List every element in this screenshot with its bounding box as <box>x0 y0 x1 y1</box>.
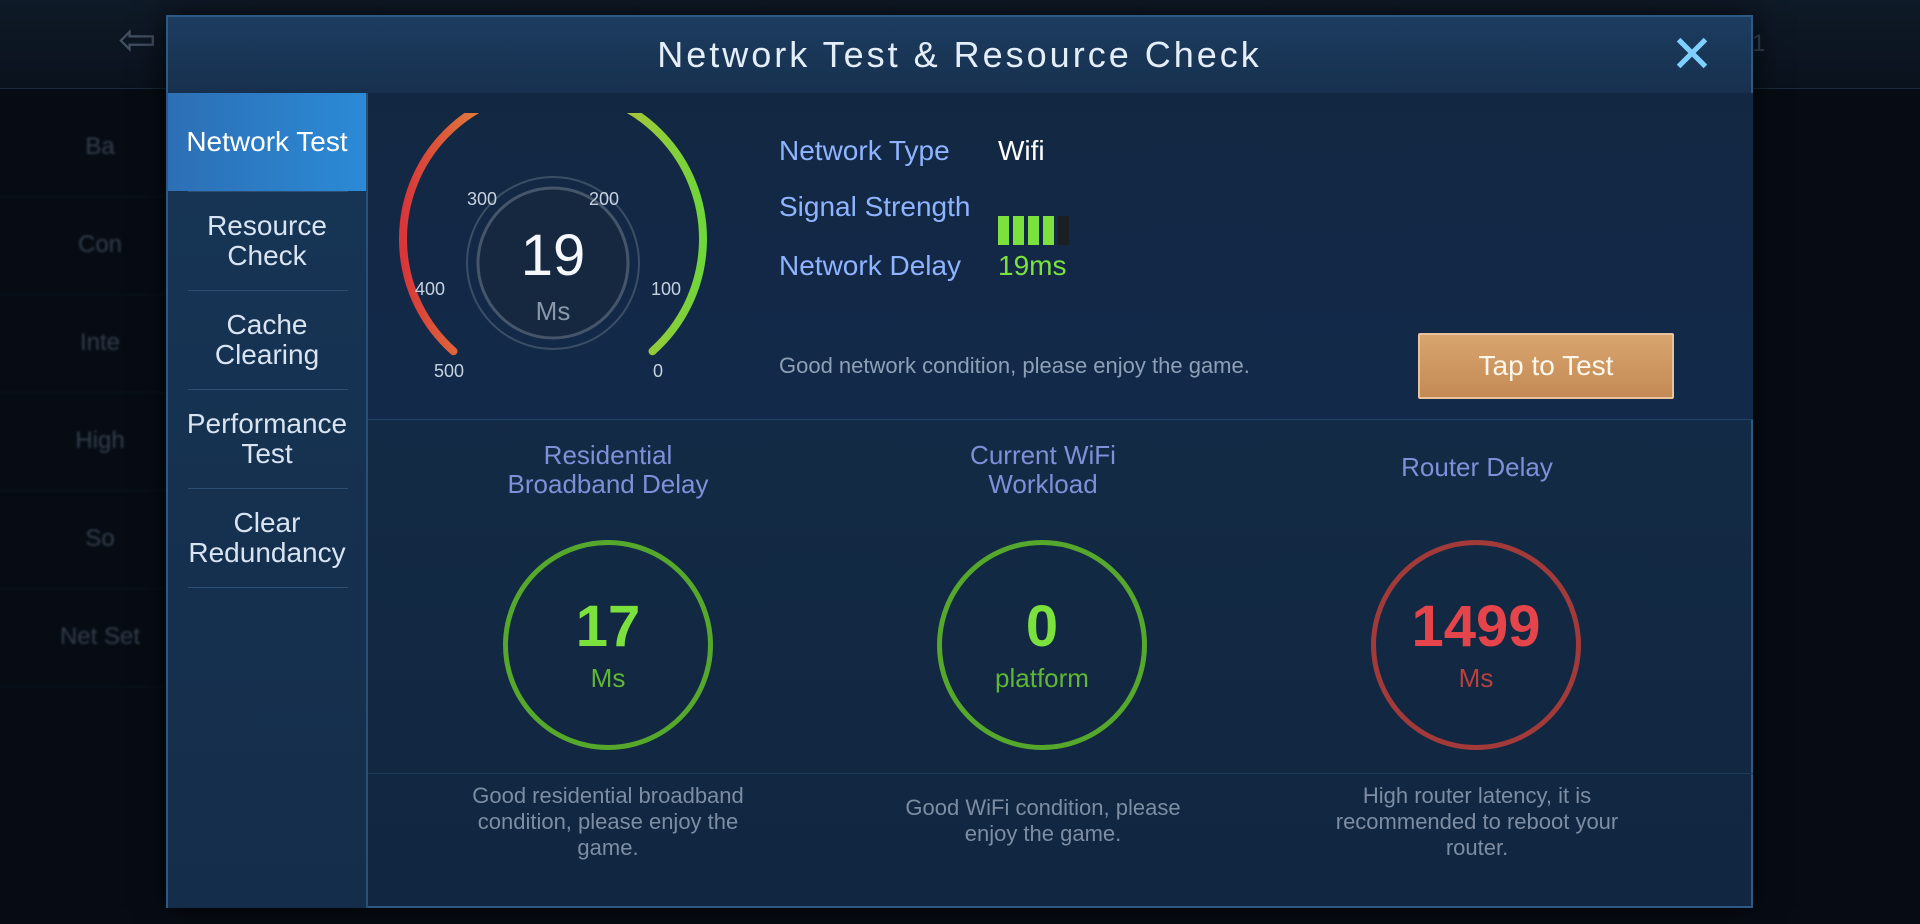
stat-desc-line: game. <box>577 835 639 860</box>
nav-separator <box>188 191 348 192</box>
broadband-delay-unit: Ms <box>590 663 626 693</box>
gauge-tick-label: 500 <box>434 361 464 381</box>
signal-bar <box>1058 216 1069 245</box>
gauge-outer-ring <box>466 176 640 350</box>
network-summary-panel: 500 400 300 200 100 0 19 Ms Network Type… <box>368 93 1753 420</box>
network-type-label: Network Type <box>779 135 950 166</box>
gauge-value: 19 <box>521 223 586 288</box>
stat-desc-line: Good residential broadband <box>472 783 744 808</box>
stat-desc-line: recommended to reboot your <box>1335 809 1619 834</box>
background-menu-item: So <box>0 490 200 589</box>
gauge-tick-label: 200 <box>589 189 619 209</box>
stat-title-line: Current WiFi <box>970 440 1116 470</box>
signal-strength-icon <box>998 216 1069 245</box>
nav-item-resource-check[interactable]: Resource Check <box>168 192 366 290</box>
network-condition-hint: Good network condition, please enjoy the… <box>779 353 1250 378</box>
gauge-unit: Ms <box>536 296 571 326</box>
stat-title-line: Broadband Delay <box>507 469 709 499</box>
router-delay-description: High router latency, it is recommended t… <box>1317 783 1637 861</box>
signal-bar <box>1013 216 1024 245</box>
nav-item-performance-test[interactable]: Performance Test <box>168 390 366 488</box>
broadband-delay-ring: 17 Ms <box>503 540 713 750</box>
gauge-tick-label: 100 <box>651 279 681 299</box>
gauge-tick-label: 0 <box>653 361 663 381</box>
nav-separator <box>188 389 348 390</box>
gauge-tick-label: 400 <box>415 279 445 299</box>
stat-desc-line: condition, please enjoy the <box>477 809 739 834</box>
nav-item-label: Clear Redundancy <box>188 507 346 568</box>
gauge-tick-label: 300 <box>467 189 497 209</box>
modal-title: Network Test & Resource Check <box>657 34 1262 75</box>
nav-item-label: Cache Clearing <box>214 309 320 370</box>
gauge-inner-ring <box>476 186 630 340</box>
network-test-modal: Network Test & Resource Check ✕ Network … <box>166 15 1753 908</box>
side-navigation: Network Test Resource Check Cache Cleari… <box>168 93 368 908</box>
background-menu-item: High <box>0 392 200 491</box>
broadband-delay-value: 17 <box>575 594 641 659</box>
router-delay-value: 1499 <box>1411 594 1541 659</box>
nav-item-label: Resource Check <box>207 210 327 271</box>
wifi-workload-description: Good WiFi condition, please enjoy the ga… <box>883 795 1203 847</box>
stat-title-line: Residential <box>543 440 673 470</box>
background-settings-menu: Ba Con Inte High So Net Set <box>0 88 200 708</box>
modal-header: Network Test & Resource Check ✕ <box>168 17 1751 94</box>
network-delay-label: Network Delay <box>779 250 962 281</box>
stat-desc-line: Good WiFi condition, please <box>905 795 1181 820</box>
router-delay-ring: 1499 Ms <box>1371 540 1581 750</box>
stat-title-wifi-workload: Current WiFi Workload <box>873 441 1213 499</box>
wifi-workload-value: 0 <box>1025 594 1059 659</box>
stats-divider <box>368 773 1753 774</box>
wifi-workload-ring: 0 platform <box>937 540 1147 750</box>
wifi-workload-unit: platform <box>995 663 1089 693</box>
signal-strength-label: Signal Strength <box>779 191 971 222</box>
latency-gauge: 500 400 300 200 100 0 19 Ms <box>399 113 707 381</box>
nav-separator <box>188 587 348 588</box>
stat-title-broadband: Residential Broadband Delay <box>438 441 778 499</box>
background-menu-item: Inte <box>0 294 200 393</box>
background-menu-item: Net Set <box>0 588 200 687</box>
stat-desc-line: High router latency, it is <box>1362 783 1592 808</box>
stat-desc-line: router. <box>1445 835 1509 860</box>
network-delay-value: 19ms <box>998 250 1067 281</box>
background-menu-item: Con <box>0 196 200 295</box>
nav-separator <box>188 488 348 489</box>
stat-title-line: Router Delay <box>1401 452 1553 482</box>
gauge-arc <box>399 113 707 356</box>
close-icon[interactable]: ✕ <box>1670 26 1714 84</box>
back-arrow-icon: ⇦ <box>118 13 157 65</box>
nav-item-clear-redundancy[interactable]: Clear Redundancy <box>168 489 366 587</box>
router-delay-unit: Ms <box>1458 663 1494 693</box>
signal-bar <box>1028 216 1039 245</box>
signal-bar <box>1043 216 1054 245</box>
nav-item-cache-clearing[interactable]: Cache Clearing <box>168 291 366 389</box>
background-menu-item: Ba <box>0 98 200 197</box>
nav-item-label: Performance Test <box>186 408 348 469</box>
stat-title-line: Workload <box>988 469 1098 499</box>
broadband-delay-description: Good residential broadband condition, pl… <box>448 783 768 861</box>
tap-to-test-button[interactable]: Tap to Test <box>1418 333 1674 399</box>
nav-separator <box>188 290 348 291</box>
stat-title-router-delay: Router Delay <box>1307 453 1647 482</box>
signal-bar <box>998 216 1009 245</box>
network-type-value: Wifi <box>998 135 1045 166</box>
nav-item-network-test[interactable]: Network Test <box>168 93 366 191</box>
background-counter: 1 <box>1752 30 1766 57</box>
stat-desc-line: enjoy the game. <box>964 821 1122 846</box>
